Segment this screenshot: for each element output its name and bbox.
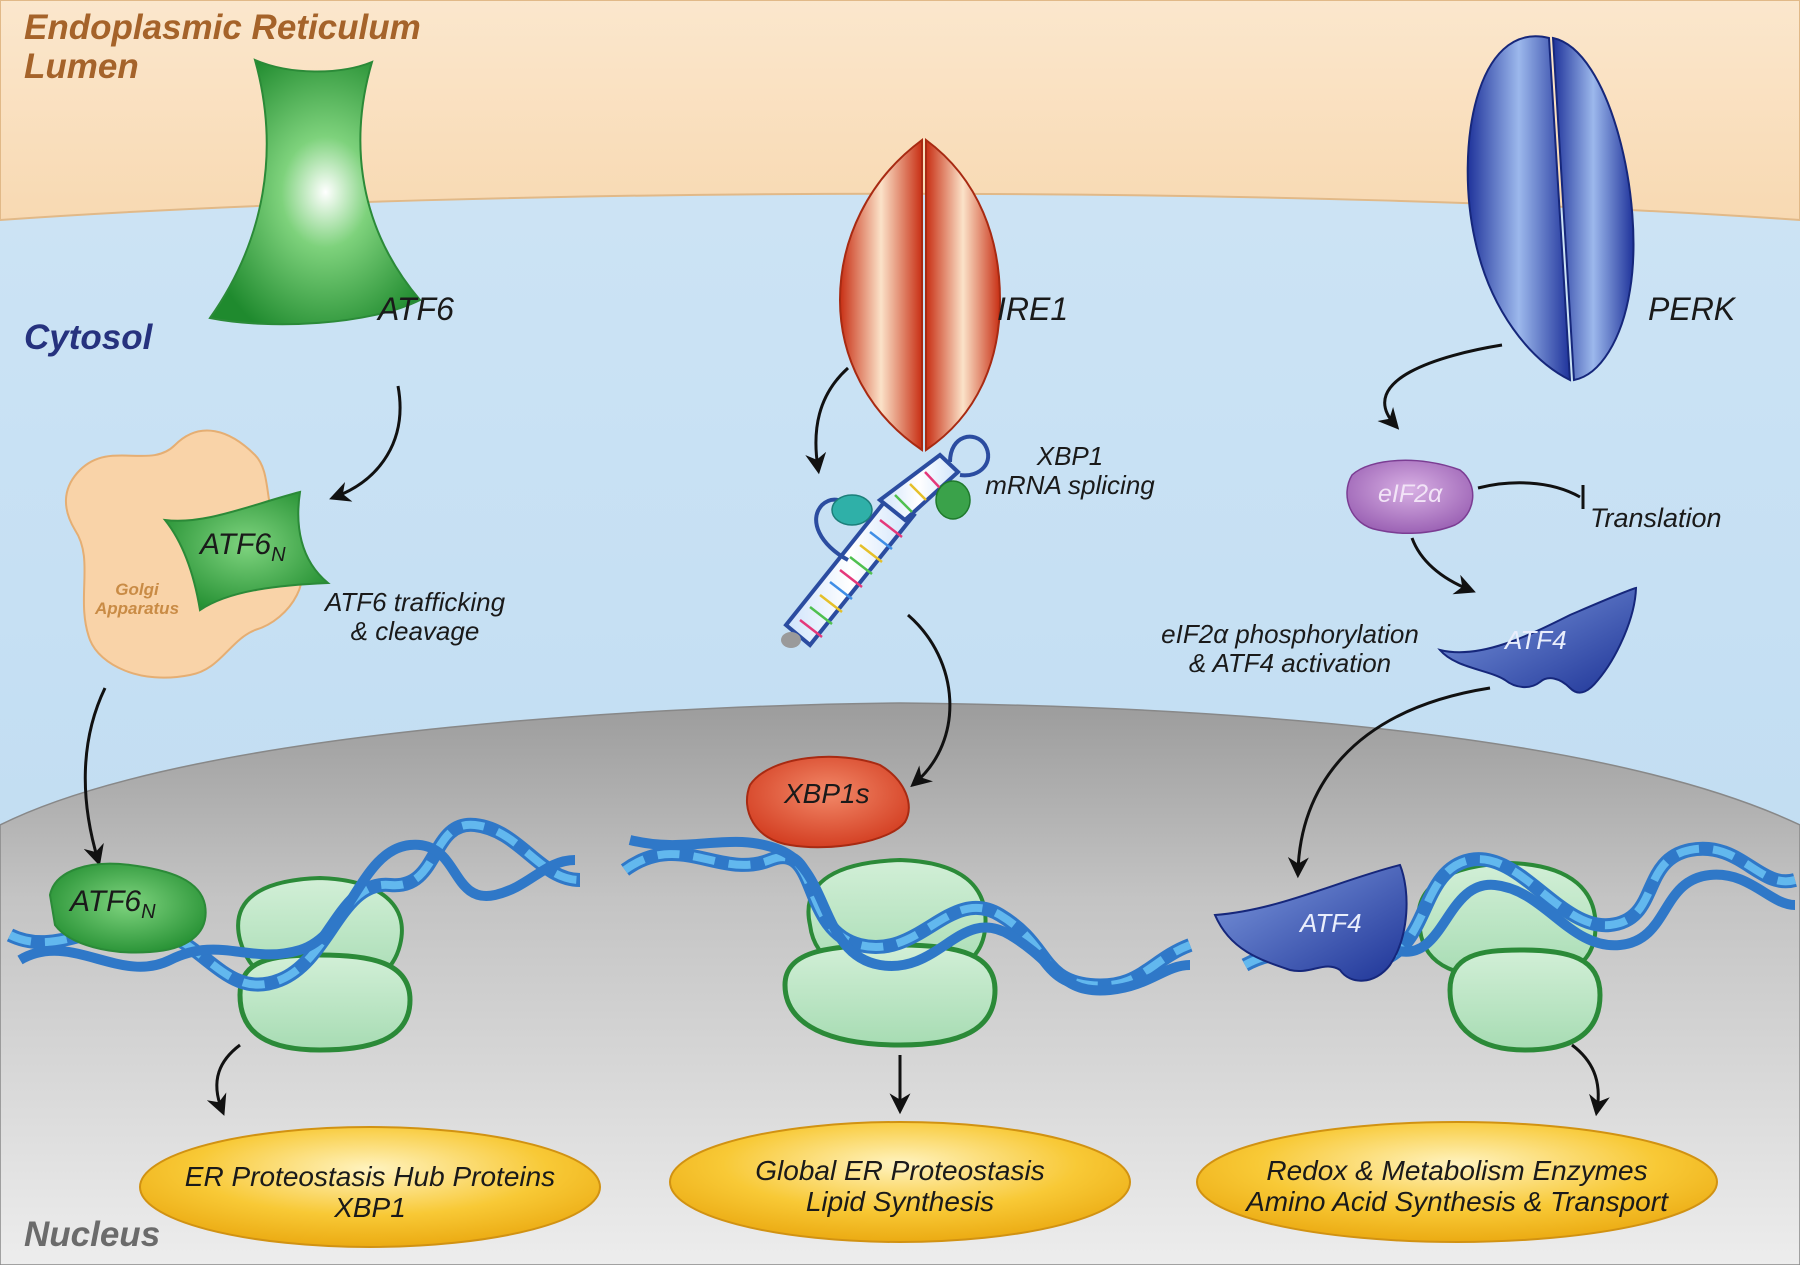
atf6-trafficking-label: ATF6 trafficking & cleavage [300,587,530,647]
ire1-dna-strand-c [628,835,1191,996]
atf6n-fragment [162,490,331,612]
arrow-golgi-to-nucleus [83,687,107,867]
ire1-right-half [925,138,1002,452]
nuclear-atf6n-subscript: N [141,901,156,923]
output-perk-line1: Redox & Metabolism Enzymes [1266,1155,1648,1186]
ire1-transcription-complex [620,755,1193,1048]
nuclear-atf6n-label: ATF6N [70,885,156,923]
atf6n-label: ATF6N [200,528,286,566]
arrow-atf4-to-nucleus [1287,686,1491,879]
output-ire1-line1: Global ER Proteostasis [755,1155,1045,1186]
er-lumen-label: Endoplasmic Reticulum Lumen [24,8,421,86]
er-lumen-label-line2: Lumen [24,47,139,87]
xbp1-mrna-hairpin [781,434,991,648]
perk-left-half [1466,35,1572,382]
arrow-ire1-to-splicing [805,366,850,475]
xbp1-splicing-label: XBP1 mRNA splicing [960,441,1180,501]
nuclear-atf6n-base: ATF6 [70,885,142,918]
output-atf6-line1: ER Proteostasis Hub Proteins [184,1161,556,1192]
output-oval-atf6 [139,1126,601,1248]
output-atf6-line2: XBP1 [334,1192,406,1224]
output-text-atf6: ER Proteostasis Hub Proteins XBP1 [150,1161,590,1224]
output-ire1-line2: Lipid Synthesis [805,1186,995,1218]
translation-label: Translation [1590,503,1722,533]
atf4-cytosol-label: ATF4 [1505,625,1567,655]
output-perk-line2: Amino Acid Synthesis & Transport [1246,1186,1668,1218]
perk-pol-lower [1447,947,1603,1053]
output-oval-ire1 [669,1121,1131,1243]
xbp1s-label: XBP1s [784,778,870,809]
atf6-sensor [208,58,422,326]
ire1-pol-lower [782,942,998,1048]
ire1-rnase-left [831,494,873,526]
eif2a-phosphorylation-line1: eIF2α phosphorylation [1161,619,1419,649]
atf4-protein-cytosol [1437,586,1638,694]
nuclear-atf4 [1213,863,1408,982]
atf6-transcription-complex [6,817,581,1053]
nuclear-atf6n [48,862,207,954]
atf6-trafficking-line1: ATF6 trafficking [324,587,506,617]
atf6n-subscript: N [271,544,286,566]
atf6-dna-strand-c [17,839,576,972]
output-text-perk: Redox & Metabolism Enzymes Amino Acid Sy… [1210,1155,1704,1218]
inhibition-eif2a-translation [1477,481,1581,499]
perk-right-half [1551,36,1635,382]
arrow-eif2a-to-atf4 [1410,537,1476,595]
output-oval-perk [1196,1121,1718,1243]
eif2a-label: eIF2α [1378,480,1443,508]
eif2a-phosphorylation-line2: & ATF4 activation [1188,648,1392,679]
cytosol-label: Cytosol [24,318,153,357]
output-text-ire1: Global ER Proteostasis Lipid Synthesis [680,1155,1120,1218]
arrow-perk-to-eif2a [1377,343,1503,430]
golgi-label-line1: Golgi [115,580,159,599]
atf6-label: ATF6 [378,291,454,327]
er-lumen-label-line1: Endoplasmic Reticulum [24,8,421,47]
atf6n-base: ATF6 [200,528,272,561]
xbp1s-protein [745,755,910,849]
eif2a-protein [1346,459,1474,535]
xbp1-splicing-line1: XBP1 [1036,441,1104,471]
perk-transcription-complex [1213,841,1797,1053]
arrow-atf6-to-golgi [329,385,402,502]
atf6-pol-lower [237,952,413,1053]
arrow-splicing-to-xbp1s [907,613,952,788]
golgi-label: Golgi Apparatus [72,580,202,618]
eif2a-phosphorylation-label: eIF2α phosphorylation & ATF4 activation [1140,619,1440,679]
arrow-perk-output [1571,1043,1610,1117]
xbp1-splicing-line2: mRNA splicing [985,470,1155,501]
ire1-rnase-right [935,480,971,520]
atf4-nuclear-label: ATF4 [1300,908,1362,938]
nucleus-label: Nucleus [24,1215,161,1254]
perk-label: PERK [1648,291,1736,327]
ire1-left-half [838,138,923,452]
atf6-trafficking-line2: & cleavage [350,616,480,647]
ire1-label: IRE1 [997,291,1069,327]
arrow-atf6-output [206,1043,241,1116]
golgi-label-line2: Apparatus [94,599,180,619]
